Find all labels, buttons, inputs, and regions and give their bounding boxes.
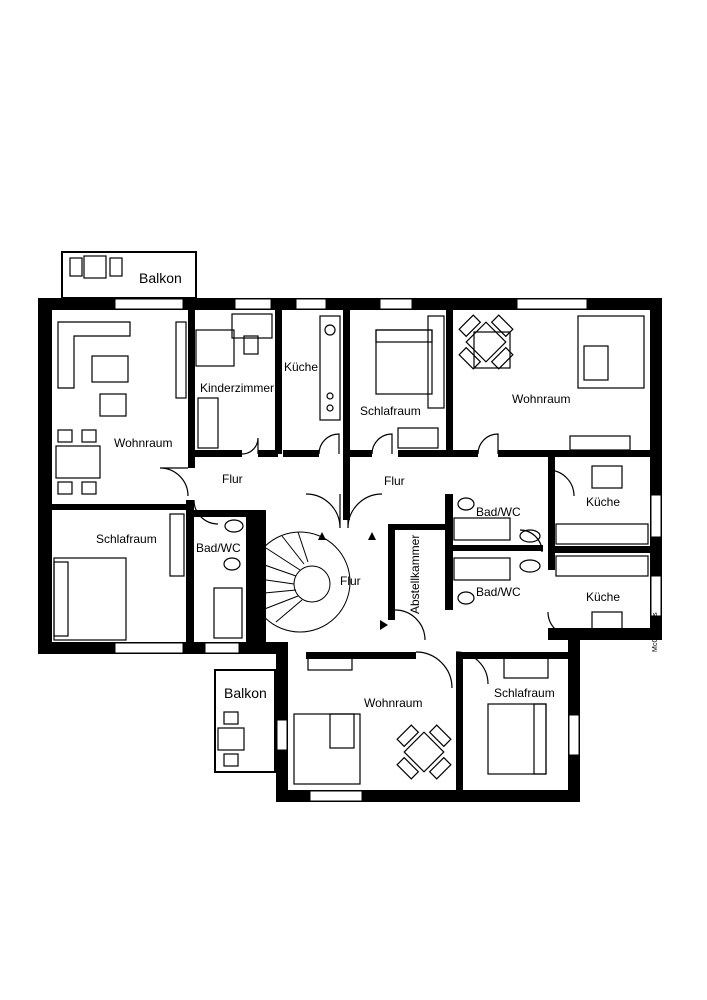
label-badwc-left: Bad/WC — [196, 541, 241, 555]
label-schlafraum-left: Schlafraum — [96, 532, 157, 546]
door-swings — [159, 433, 575, 689]
dining-table-top-right — [458, 314, 514, 370]
label-badwc-right-bottom: Bad/WC — [476, 585, 521, 599]
label-kueche-top: Küche — [284, 360, 319, 374]
label-abstellkammer: Abstellkammer — [408, 534, 422, 614]
furniture — [53, 255, 649, 785]
label-wohnraum-left: Wohnraum — [114, 436, 173, 450]
label-balkon-bottom: Balkon — [224, 685, 267, 701]
balcony-bottom — [214, 669, 276, 773]
stair-arrows — [318, 532, 388, 630]
label-kueche-right-bottom: Küche — [586, 590, 621, 604]
label-schlafraum-bottom: Schlafraum — [494, 686, 555, 700]
label-balkon-top: Balkon — [139, 270, 182, 286]
label-flur-left: Flur — [222, 472, 243, 486]
label-flur-center: Flur — [340, 574, 361, 588]
label-badwc-right-top: Bad/WC — [476, 505, 521, 519]
interior-walls — [52, 310, 650, 792]
staircase — [249, 531, 351, 633]
label-flur-right: Flur — [384, 474, 405, 488]
windows — [114, 298, 662, 802]
label-wohnraum-top-right: Wohnraum — [512, 392, 571, 406]
credit-text: McGrundriss — [652, 612, 659, 652]
label-kinderzimmer: Kinderzimmer — [200, 381, 275, 395]
label-kueche-right-top: Küche — [586, 495, 621, 509]
label-schlafraum-top: Schlafraum — [360, 404, 421, 418]
dining-table-bottom — [396, 724, 452, 780]
label-wohnraum-bottom: Wohnraum — [364, 696, 423, 710]
